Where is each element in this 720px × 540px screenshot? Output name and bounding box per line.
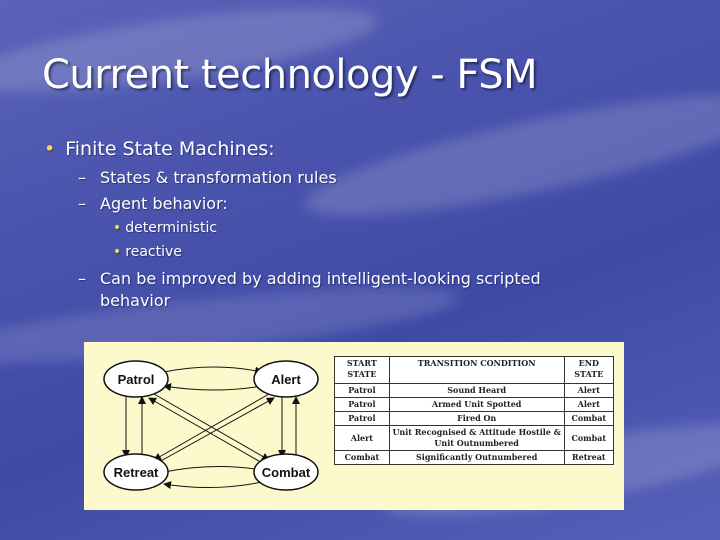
table-cell: Patrol [334,411,390,426]
state-node-combat [253,453,319,491]
state-node-patrol [103,360,169,398]
transition-arrow [163,383,263,392]
table-header: TRANSITION CONDITION [388,356,565,384]
bullet-dot-icon: • [113,244,122,260]
table-cell: Alert [334,425,390,451]
table-header: END STATE [563,356,615,384]
state-label-retreat: Retreat [114,465,159,480]
sub-item-text: Can be improved by adding intelligent-lo… [100,269,541,288]
sub-item: –States & transformation rules [78,168,337,187]
table-row: Alert Unit Recognised & Attitude Hostile… [334,425,615,451]
fsm-diagram: Patrol Alert Retreat Combat [103,360,319,491]
transition-arrow [163,464,263,473]
table-cell: Fired On [388,411,565,426]
bullet-dot-icon: • [113,220,122,236]
table-cell: Sound Heard [388,383,565,398]
dash-icon: – [78,269,86,288]
main-bullet-text: Finite State Machines: [65,138,275,160]
slide-title: Current technology - FSM [42,52,538,98]
sub-item-text: States & transformation rules [100,168,337,187]
table-cell: Retreat [563,450,615,465]
transition-arrow [153,393,270,461]
table-header: START STATE [334,356,390,384]
table-cell: Significantly Outnumbered [388,450,565,465]
state-label-patrol: Patrol [118,372,155,387]
state-label-combat: Combat [262,465,311,480]
fsm-figure: Patrol Alert Retreat Combat START STATE … [84,342,624,510]
table-row: Patrol Armed Unit Spotted Alert [334,397,615,412]
sub-item: –Can be improved by adding intelligent-l… [78,268,598,312]
sub-item: –Agent behavior: [78,194,228,213]
table-cell: Combat [563,411,615,426]
table-row: Patrol Sound Heard Alert [334,383,615,398]
table-header-row: START STATE TRANSITION CONDITION END STA… [334,356,615,384]
transition-arrow [163,366,263,375]
sub-item-text: Agent behavior: [100,194,228,213]
transition-arrow [158,397,275,463]
transition-arrow [163,481,263,490]
sub-sub-item: •deterministic [113,220,217,236]
main-bullet: • Finite State Machines: [44,138,275,160]
table-cell: Patrol [334,397,390,412]
table-cell: Unit Recognised & Attitude Hostile & Uni… [388,425,565,451]
table-cell: Armed Unit Spotted [388,397,565,412]
sub-sub-item-text: deterministic [125,220,218,236]
dash-icon: – [78,168,86,187]
dash-icon: – [78,194,86,213]
table-cell: Combat [334,450,390,465]
table-cell: Combat [563,425,615,451]
sub-sub-item-text: reactive [125,244,182,260]
transition-table: START STATE TRANSITION CONDITION END STA… [334,356,615,465]
sub-sub-item: •reactive [113,244,182,260]
table-cell: Alert [563,397,615,412]
state-node-retreat [103,453,169,491]
state-label-alert: Alert [271,372,301,387]
table-row: Patrol Fired On Combat [334,411,615,426]
bullet-dot-icon: • [44,138,56,160]
sub-item-continuation: behavior [100,291,171,310]
table-cell: Alert [563,383,615,398]
table-row: Combat Significantly Outnumbered Retreat [334,450,615,465]
table-cell: Patrol [334,383,390,398]
state-node-alert [253,360,319,398]
transition-arrow [148,397,265,465]
